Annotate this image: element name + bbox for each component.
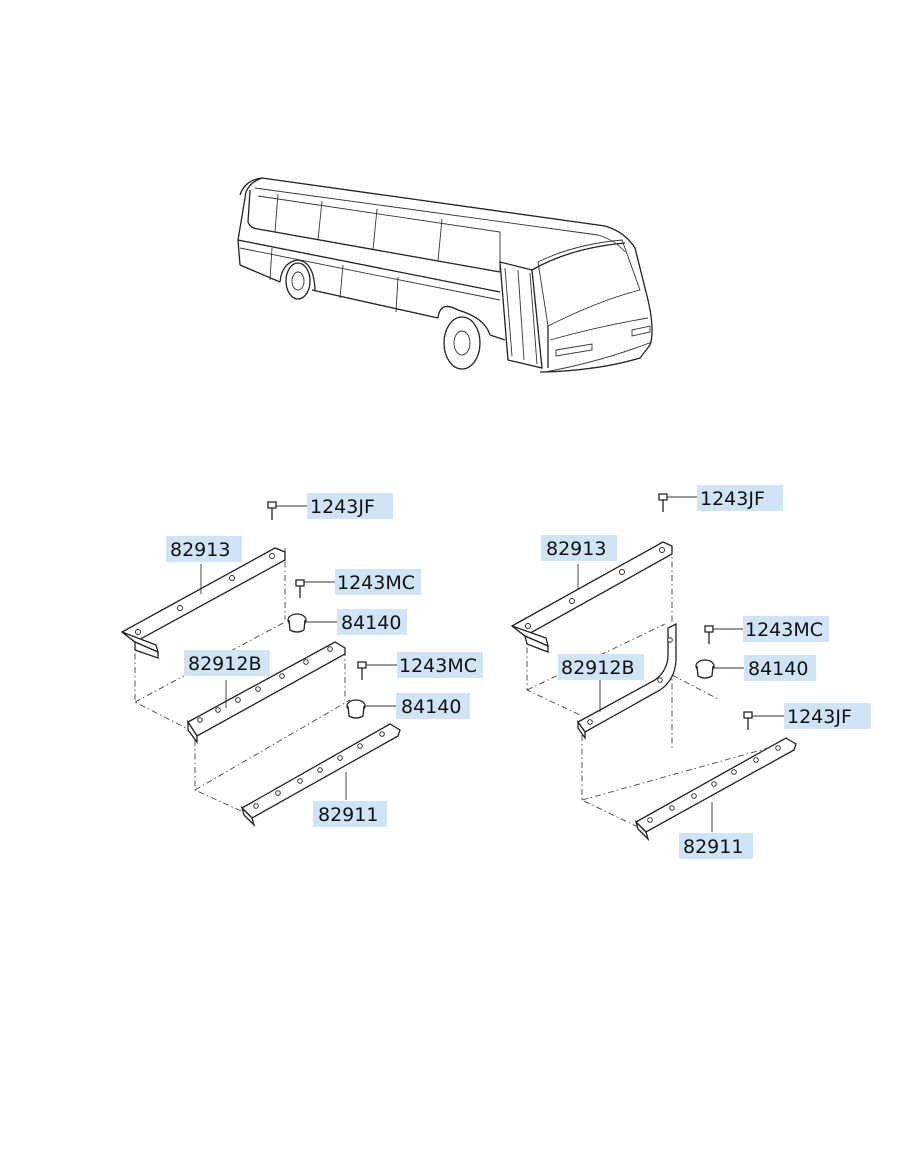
svg-text:82913: 82913 xyxy=(170,539,230,561)
label-82912b-left: 82912B xyxy=(184,650,270,676)
label-82911-right: 82911 xyxy=(679,833,753,859)
svg-text:1243MC: 1243MC xyxy=(745,619,823,641)
label-84140-left-bottom: 84140 xyxy=(396,693,470,719)
svg-text:84140: 84140 xyxy=(341,612,401,634)
svg-text:1243MC: 1243MC xyxy=(337,572,415,594)
bolt-icon xyxy=(267,501,277,520)
bus-illustration xyxy=(237,177,653,373)
bolt-icon xyxy=(658,493,668,512)
label-1243jf-right-bottom: 1243JF xyxy=(784,703,871,729)
bolt-icon xyxy=(704,625,714,644)
label-84140-left-top: 84140 xyxy=(337,609,407,635)
bolt-icon xyxy=(357,661,367,680)
label-82911-left: 82911 xyxy=(313,801,387,827)
label-82913-left: 82913 xyxy=(166,536,242,562)
bolt-icon xyxy=(743,711,753,730)
svg-text:82913: 82913 xyxy=(546,538,606,560)
label-84140-right: 84140 xyxy=(744,655,816,681)
label-82913-right: 82913 xyxy=(541,535,617,561)
svg-text:82911: 82911 xyxy=(318,804,378,826)
label-1243mc-right: 1243MC xyxy=(743,616,829,642)
nut-icon xyxy=(346,699,366,719)
label-1243jf-left: 1243JF xyxy=(307,493,393,519)
svg-text:82912B: 82912B xyxy=(188,653,261,675)
svg-text:84140: 84140 xyxy=(748,658,808,680)
svg-text:82912B: 82912B xyxy=(561,657,634,679)
bolt-icon xyxy=(295,579,305,598)
svg-text:84140: 84140 xyxy=(401,696,461,718)
label-1243mc-left-top: 1243MC xyxy=(335,569,421,595)
right-step-assembly xyxy=(510,493,797,842)
svg-text:82911: 82911 xyxy=(683,836,743,858)
left-step-assembly xyxy=(120,501,401,828)
svg-text:1243JF: 1243JF xyxy=(310,496,375,518)
label-1243mc-left-bottom: 1243MC xyxy=(397,652,483,678)
nut-icon xyxy=(695,659,715,679)
svg-text:1243MC: 1243MC xyxy=(399,655,477,677)
nut-icon xyxy=(287,613,307,633)
svg-text:1243JF: 1243JF xyxy=(787,706,852,728)
label-82912b-right: 82912B xyxy=(558,654,644,680)
label-1243jf-right: 1243JF xyxy=(697,485,783,511)
svg-text:1243JF: 1243JF xyxy=(700,488,765,510)
